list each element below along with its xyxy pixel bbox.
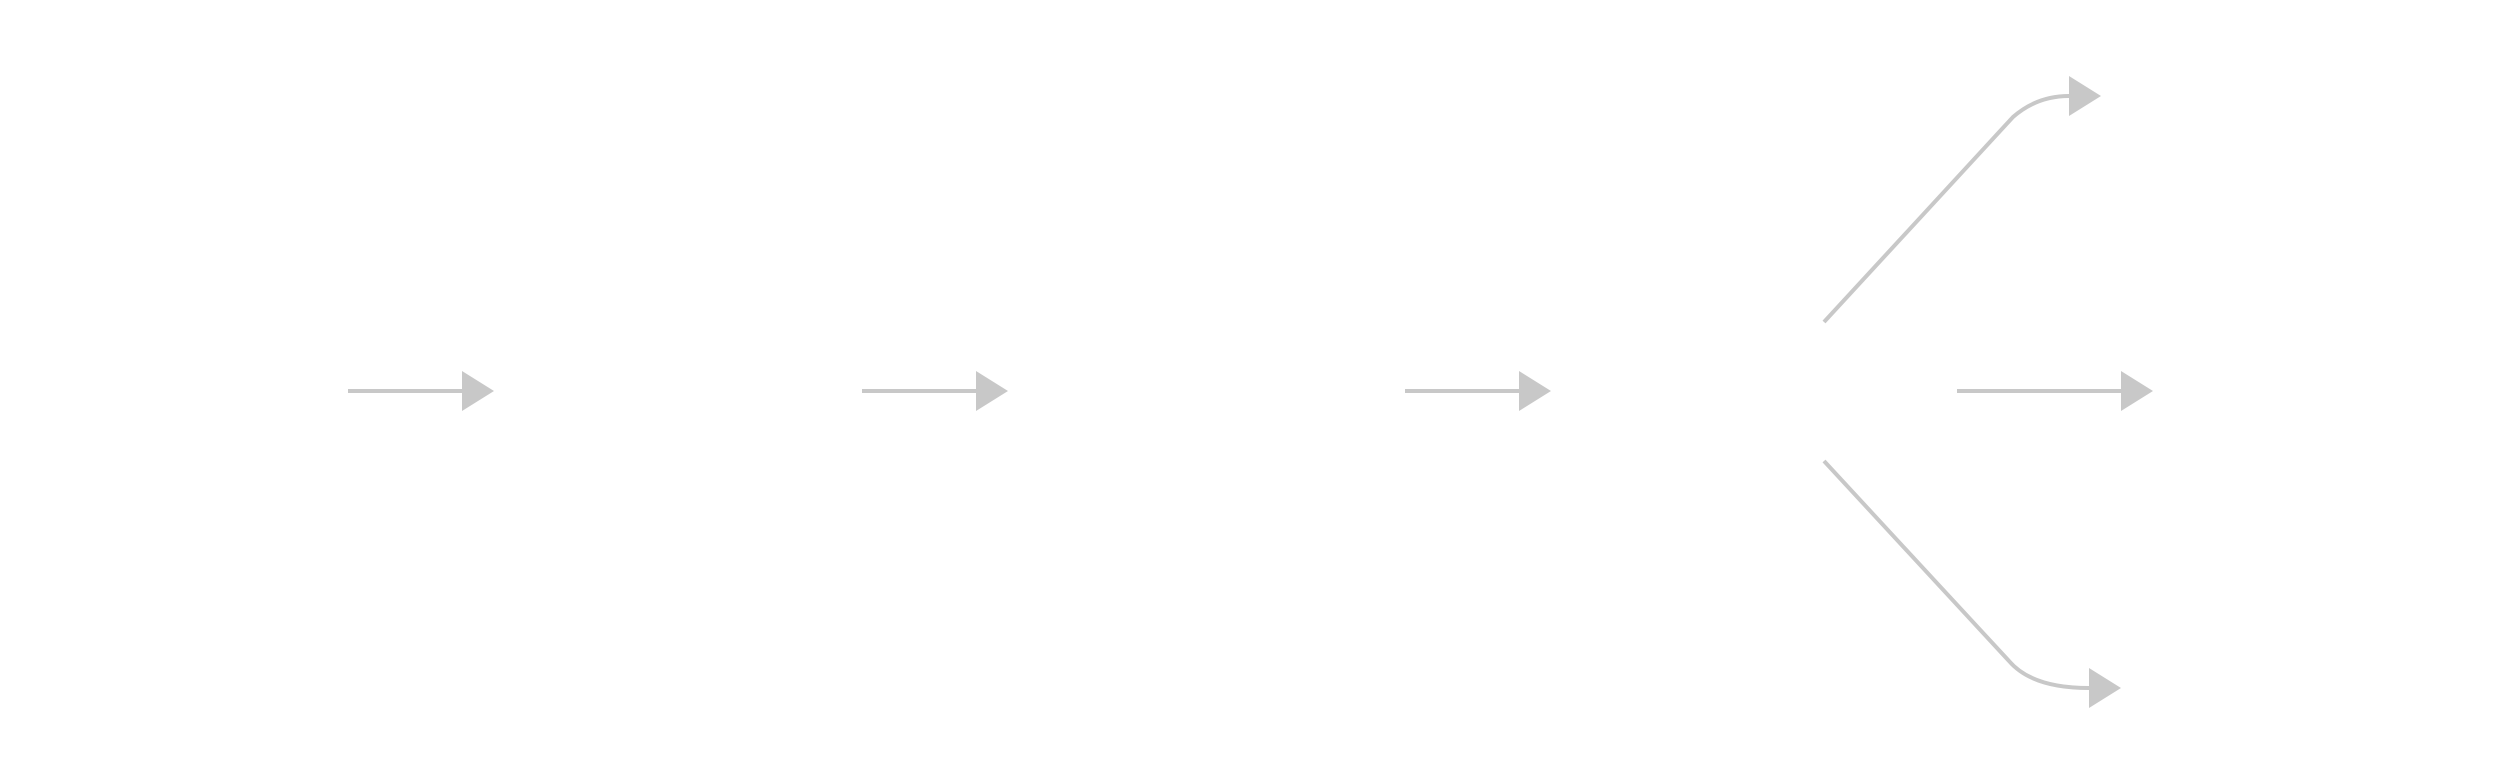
connector-3-arrowhead-icon	[1519, 371, 1551, 411]
branch-middle-arrow	[1957, 371, 2153, 411]
branch-middle-arrowhead-icon	[2121, 371, 2153, 411]
connector-2-arrow	[862, 371, 1008, 411]
branch-upper-arrow	[1822, 76, 2101, 324]
connector-1-arrowhead-icon	[462, 371, 494, 411]
branch-lower-line	[1822, 459, 2090, 690]
connector-1-arrow	[348, 371, 494, 411]
connector-layer	[348, 76, 2153, 708]
branch-upper-arrowhead-icon	[2069, 76, 2101, 116]
branch-lower-arrowhead-icon	[2089, 668, 2121, 708]
branch-lower-arrow	[1822, 459, 2121, 708]
connector-3-arrow	[1405, 371, 1551, 411]
branch-upper-line	[1822, 94, 2070, 324]
connector-2-arrowhead-icon	[976, 371, 1008, 411]
